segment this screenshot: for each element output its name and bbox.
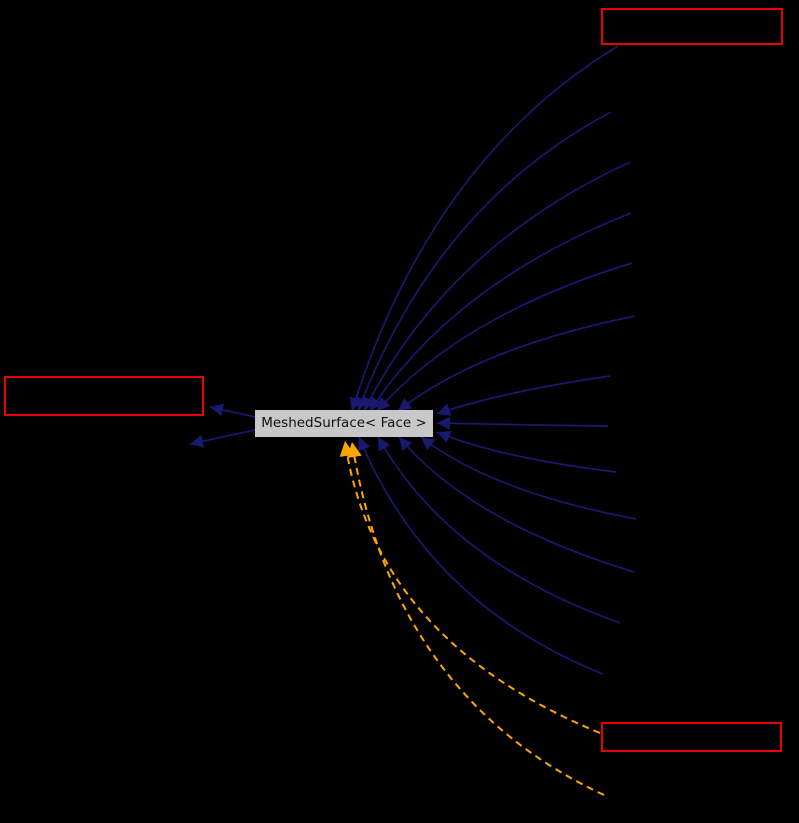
collaboration-edge-2 [356,111,612,412]
collaboration-edge-13 [357,436,604,675]
collaboration-edge-left-2 [189,429,256,448]
template-edge-2 [346,441,605,796]
collaboration-edge-1 [349,45,619,412]
collaboration-edge-9 [436,430,617,473]
template-edge-1 [339,440,601,734]
central-node: MeshedSurface< Face > [255,410,433,437]
collaboration-edge-8 [436,416,609,430]
collaboration-edge-3 [363,161,631,412]
linked-node-left[interactable] [4,376,204,416]
central-node-label: MeshedSurface< Face > [261,414,427,431]
collaboration-edge-10 [420,436,637,520]
collaboration-edge-6 [397,315,636,412]
collaboration-edge-12 [377,436,621,624]
collaboration-edge-7 [436,375,611,416]
collaboration-edge-11 [398,436,635,573]
collaboration-edge-4 [369,212,632,412]
collaboration-edge-5 [376,262,633,412]
linked-node-top-right[interactable] [601,8,783,45]
linked-node-bottom-right[interactable] [601,722,782,752]
collaboration-edge-left-1 [209,403,256,418]
